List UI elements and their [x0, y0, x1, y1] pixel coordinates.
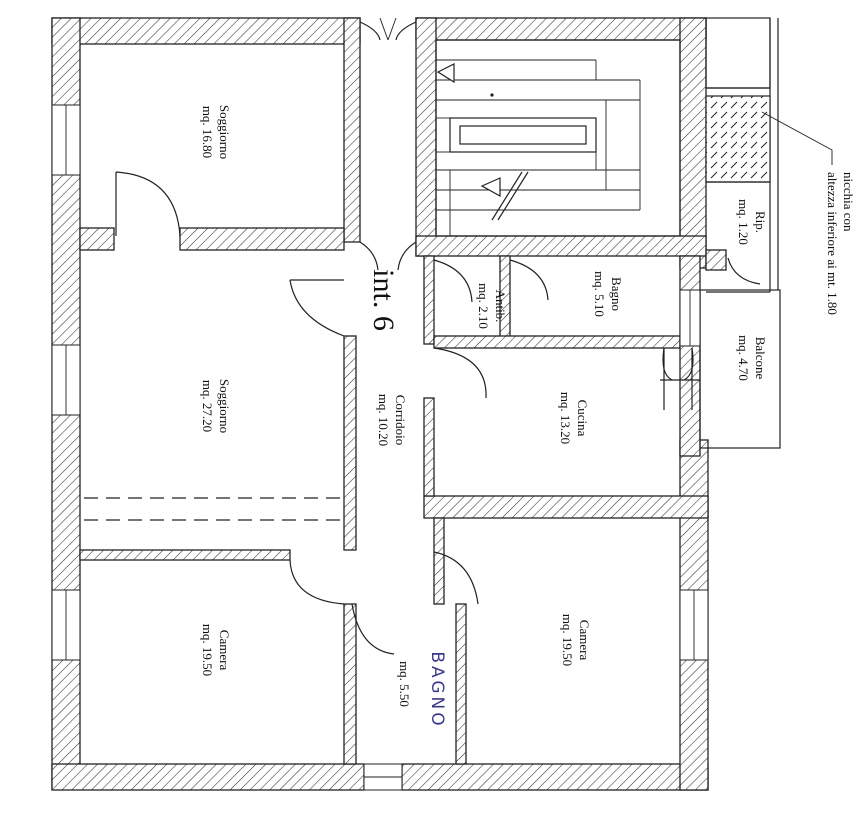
wall-camera-sep	[79, 549, 291, 561]
wall-right-upper	[679, 17, 707, 269]
balcony-area	[679, 17, 781, 449]
wall-soggiorno-sep-2	[179, 227, 345, 251]
door-bagno	[509, 259, 549, 301]
door-camera	[289, 559, 345, 605]
room-area-rip: mq. 1.20	[736, 199, 751, 245]
room-area-cucina: mq. 13.20	[558, 392, 573, 444]
door-soggiorno-2	[289, 279, 345, 337]
entrance	[359, 17, 417, 271]
room-name-rip: Rip.	[753, 211, 768, 233]
staircase	[435, 39, 681, 237]
room-area-camera-1: mq. 19.50	[200, 624, 215, 676]
wall-stair-bottom	[415, 235, 707, 257]
wall-bagno-bottom	[433, 335, 681, 349]
unit-label: int. 6	[367, 269, 400, 331]
door-camera-2	[433, 551, 479, 605]
room-name-camera-2: Camera	[577, 620, 592, 661]
niche-note-line2: altezza inferiore ai mt. 1.80	[825, 172, 840, 315]
room-name-bagno: Bagno	[609, 277, 624, 311]
wall-soggiorno-sep	[79, 227, 115, 251]
room-name-corridoio: Corridoio	[393, 395, 408, 446]
wall-corridor-left-low	[343, 603, 357, 765]
room-name-balcone: Balcone	[753, 337, 768, 380]
room-area-balcone: mq. 4.70	[736, 335, 751, 381]
room-name-camera-1: Camera	[217, 630, 232, 671]
room-name-soggiorno-1: Soggiorno	[217, 105, 232, 159]
wall-cucina-bottom	[423, 495, 709, 519]
door-bagno-2	[351, 603, 395, 655]
beam-dashed	[84, 497, 344, 521]
door-antib	[433, 259, 473, 303]
wall-bottom-left	[51, 763, 365, 791]
room-area-corridoio: mq. 10.20	[376, 394, 391, 446]
room-area-bagno: mq. 5.10	[592, 271, 607, 317]
room-labels: Soggiorno mq. 16.80 Soggiorno mq. 27.20 …	[200, 105, 856, 729]
room-area-camera-2: mq. 19.50	[560, 614, 575, 666]
windows-right	[363, 589, 709, 791]
door-cucina	[433, 347, 487, 399]
room-area-soggiorno-2: mq. 27.20	[200, 380, 215, 432]
interior-walls	[79, 17, 709, 765]
wall-corridor-left-mid	[343, 335, 357, 551]
wall-antib-left	[423, 255, 435, 345]
room-name-cucina: Cucina	[575, 400, 590, 437]
wall-bottom-right	[401, 763, 709, 791]
wall-cucina-left	[423, 397, 435, 497]
door-rip	[727, 257, 761, 285]
room-name-antib: Antib.	[493, 290, 508, 323]
room-area-antib: mq. 2.10	[476, 283, 491, 329]
room-name-bagno-handwritten: BAGNO	[427, 651, 447, 728]
door-soggiorno	[115, 171, 181, 237]
wall-bagno-right	[679, 255, 701, 457]
room-name-soggiorno-2: Soggiorno	[217, 379, 232, 433]
windows-left	[51, 104, 81, 661]
niche-hatched	[705, 95, 771, 183]
niche-note-line1: nicchia con	[841, 172, 856, 232]
wall-top-right	[415, 17, 707, 41]
doors	[115, 171, 761, 655]
wall-top-left	[51, 17, 361, 45]
wall-camera-left	[433, 517, 445, 605]
wall-stair-right	[415, 17, 437, 257]
wall-bagno2-right	[455, 603, 467, 765]
room-area-bagno-2: mq. 5.50	[397, 661, 412, 707]
wall-corridor-left-top	[343, 17, 361, 243]
note-leader	[761, 111, 833, 165]
room-area-soggiorno-1: mq. 16.80	[200, 106, 215, 158]
